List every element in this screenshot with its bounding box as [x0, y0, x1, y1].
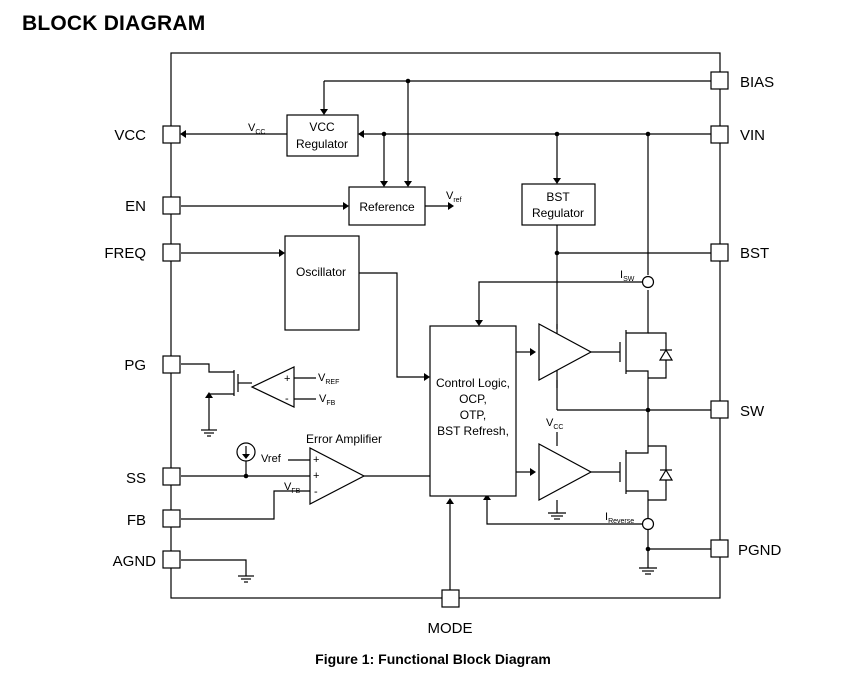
pin-en: EN	[125, 196, 181, 215]
pg-minus-sign: -	[285, 393, 289, 405]
vcc-signal-label: VCC	[248, 122, 265, 136]
vcc-regulator-label-1: VCC	[309, 120, 335, 134]
pin-mode-label: MODE	[428, 620, 473, 637]
pin-ss-box	[162, 467, 181, 486]
pin-pg-label: PG	[124, 357, 146, 374]
vref-signal-label: Vref	[446, 190, 462, 204]
vcc-regulator-block	[286, 114, 359, 157]
pin-fb-label: FB	[127, 512, 146, 529]
oscillator-block	[284, 235, 360, 331]
pin-bst: BST	[710, 243, 769, 262]
control-logic-label-4: BST Refresh,	[437, 424, 509, 438]
reference-block	[348, 186, 426, 226]
reference-label: Reference	[359, 200, 415, 214]
ea-minus-sign: -	[314, 486, 318, 498]
pg-plus-sign: +	[284, 373, 290, 385]
control-logic-label-3: OTP,	[460, 408, 486, 422]
control-logic-block	[429, 325, 517, 497]
low-side-mosfet	[619, 445, 674, 501]
control-logic-label-2: OCP,	[459, 392, 487, 406]
pin-vcc-box	[162, 125, 181, 144]
pin-agnd: AGND	[113, 550, 181, 570]
pin-en-box	[162, 196, 181, 215]
pg-vfb-label: VFB	[319, 393, 336, 407]
pin-sw-label: SW	[740, 403, 765, 420]
pin-freq: FREQ	[104, 243, 181, 262]
pin-en-label: EN	[125, 198, 146, 215]
ea-vref-label: Vref	[261, 453, 282, 465]
ireverse-sense-node	[641, 517, 655, 531]
pin-vcc-label: VCC	[114, 127, 146, 144]
pin-vin: VIN	[710, 125, 765, 144]
pin-agnd-box	[162, 550, 181, 569]
junctions	[243, 78, 651, 552]
low-side-driver	[538, 442, 593, 502]
pin-fb-box	[162, 509, 181, 528]
high-side-driver	[538, 322, 593, 382]
pin-vin-label: VIN	[740, 127, 765, 144]
isw-sense-node	[641, 275, 655, 289]
pin-sw-box	[710, 400, 729, 419]
pin-vcc: VCC	[114, 125, 181, 144]
page-title: BLOCK DIAGRAM	[22, 12, 206, 35]
current-source	[236, 442, 256, 462]
high-side-mosfet	[619, 290, 674, 379]
pin-sw: SW	[710, 400, 765, 420]
pin-ss-label: SS	[126, 470, 146, 487]
pg-transistor	[209, 370, 244, 396]
pin-ss: SS	[126, 467, 181, 487]
pin-pg-box	[162, 355, 181, 374]
ea-plus-sign-2: +	[313, 470, 319, 482]
pin-pgnd: PGND	[710, 539, 782, 559]
figure-caption: Figure 1: Functional Block Diagram	[315, 651, 551, 667]
pin-bias-box	[710, 71, 729, 90]
pin-mode: MODE	[428, 589, 473, 637]
vcc-regulator-label-2: Regulator	[296, 137, 348, 151]
vcc-driver-label: VCC	[546, 417, 563, 431]
pin-bst-box	[710, 243, 729, 262]
pin-freq-box	[162, 243, 181, 262]
pg-comparator	[250, 366, 295, 408]
pin-pgnd-label: PGND	[738, 542, 782, 559]
control-logic-label-1: Control Logic,	[436, 376, 510, 390]
oscillator-label: Oscillator	[296, 265, 346, 279]
pg-vref-label: VREF	[318, 372, 339, 386]
pin-mode-box	[441, 589, 460, 608]
ea-vfb-label: VFB	[284, 481, 301, 495]
error-amplifier	[309, 447, 366, 505]
pin-bias: BIAS	[710, 71, 774, 91]
ea-plus-sign-1: +	[313, 454, 319, 466]
bst-regulator-label-1: BST	[546, 190, 570, 204]
pin-agnd-label: AGND	[113, 553, 157, 570]
error-amplifier-label: Error Amplifier	[306, 432, 382, 446]
isw-signal-label: ISW	[620, 269, 635, 283]
bst-regulator-block	[521, 183, 596, 226]
bst-regulator-label-2: Regulator	[532, 206, 584, 220]
pin-vin-box	[710, 125, 729, 144]
pin-pg: PG	[124, 355, 181, 374]
pin-freq-label: FREQ	[104, 245, 146, 262]
pin-fb: FB	[127, 509, 181, 529]
pin-pgnd-box	[710, 539, 729, 558]
pin-bst-label: BST	[740, 245, 769, 262]
pin-bias-label: BIAS	[740, 74, 774, 91]
ireverse-signal-label: IReverse	[605, 511, 634, 525]
wires	[180, 80, 711, 590]
